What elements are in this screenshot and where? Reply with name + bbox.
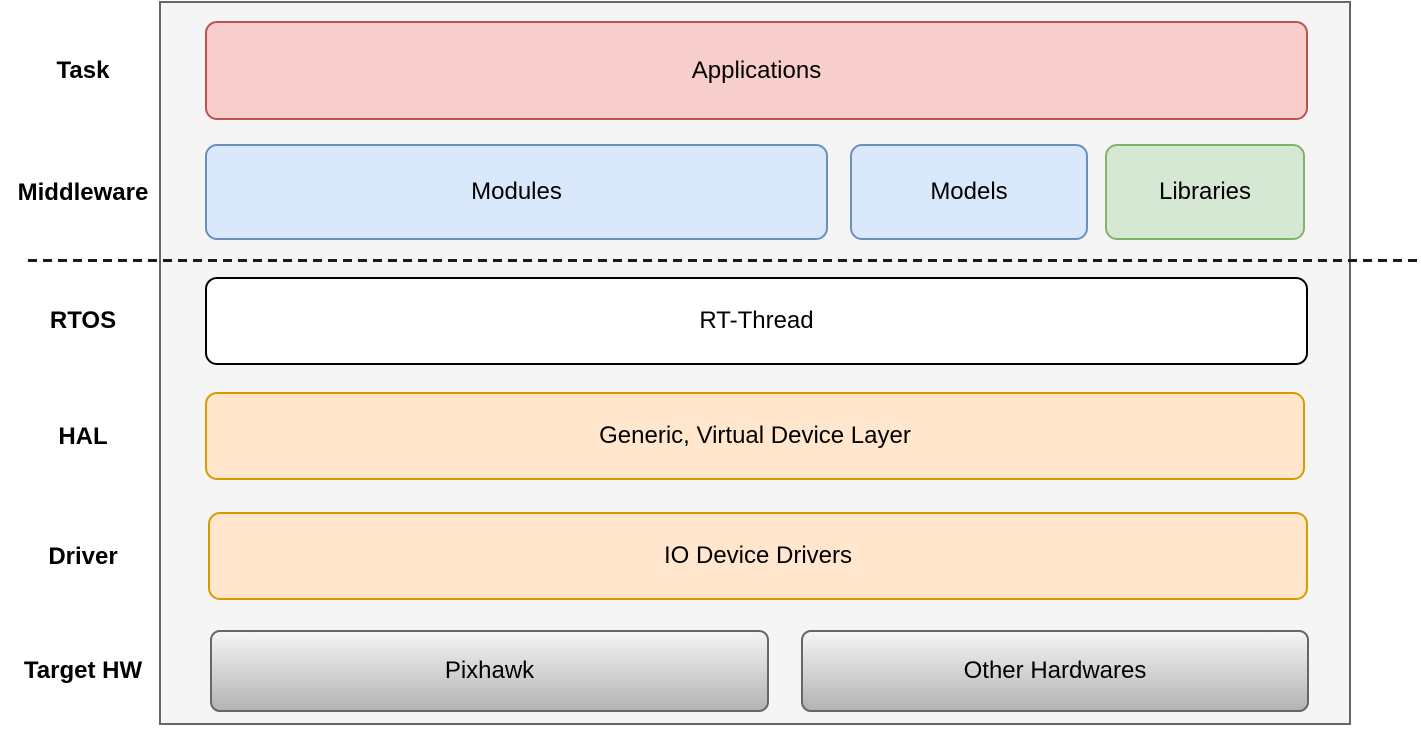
block-applications: Applications — [205, 21, 1308, 120]
block-models: Models — [850, 144, 1088, 240]
block-other-hardwares: Other Hardwares — [801, 630, 1309, 712]
row-label-rtos: RTOS — [49, 307, 117, 334]
block-libraries: Libraries — [1105, 144, 1305, 240]
row-label-hal: HAL — [58, 423, 108, 450]
block-rt-thread: RT-Thread — [205, 277, 1308, 365]
block-modules: Modules — [205, 144, 828, 240]
row-label-target-hw: Target HW — [23, 657, 143, 684]
block-io-device-drivers: IO Device Drivers — [208, 512, 1308, 600]
block-generic-virtual-device-layer: Generic, Virtual Device Layer — [205, 392, 1305, 480]
user-kernel-separator-line — [28, 259, 1421, 262]
row-label-middleware: Middleware — [17, 179, 149, 206]
row-label-task: Task — [56, 57, 110, 84]
row-label-driver: Driver — [48, 543, 118, 570]
block-pixhawk: Pixhawk — [210, 630, 769, 712]
